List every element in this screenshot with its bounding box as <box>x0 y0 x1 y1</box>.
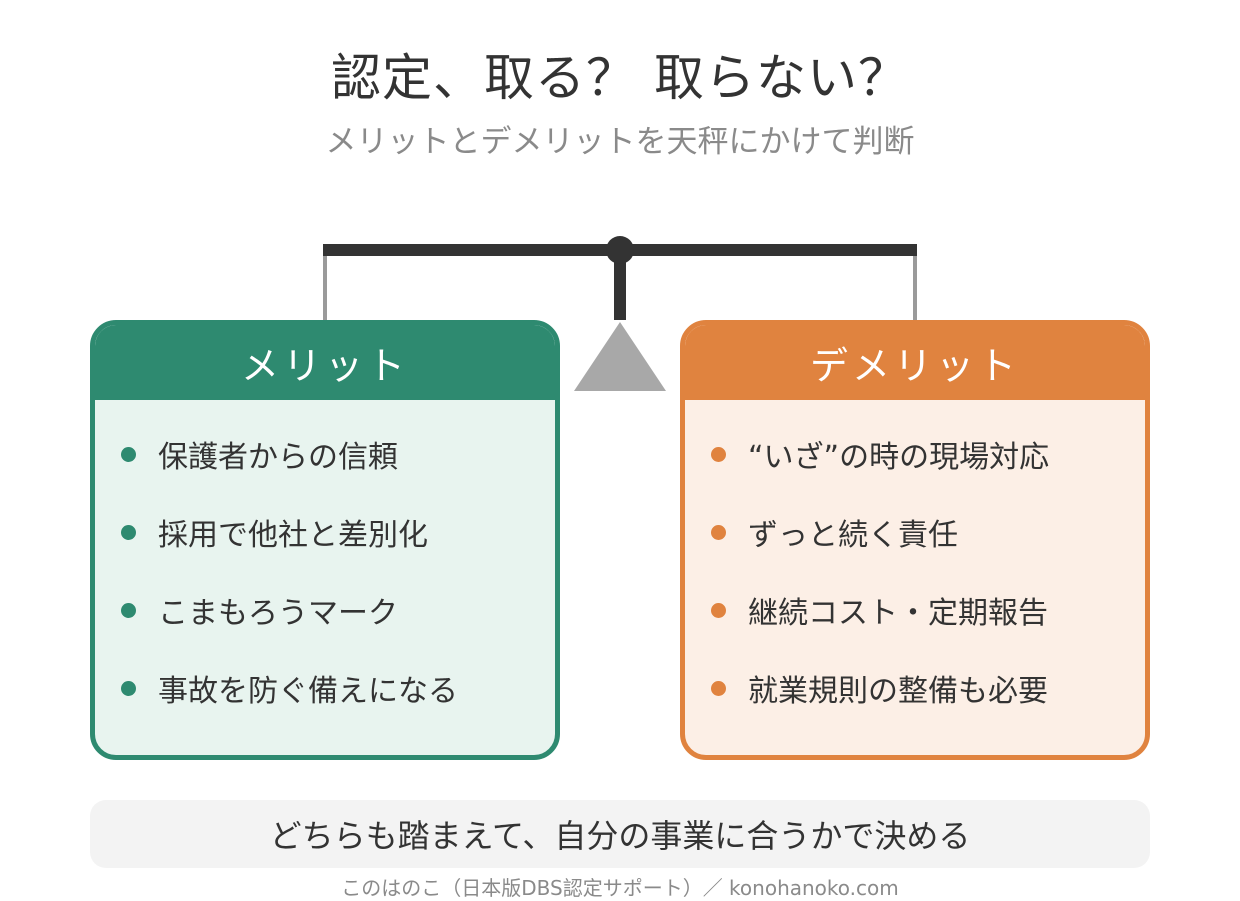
merit-card: メリット 保護者からの信頼 採用で他社と差別化 こまもろうマーク 事故を防ぐ備え… <box>90 320 560 760</box>
green-bullet-icon <box>121 524 136 540</box>
demerit-item: ずっと続く責任 <box>711 512 958 553</box>
demerit-item-label: “いざ”の時の現場対応 <box>748 440 1050 475</box>
demerit-card: デメリット “いざ”の時の現場対応 ずっと続く責任 継続コスト・定期報告 就業規… <box>680 320 1150 760</box>
scale-fulcrum <box>574 322 666 391</box>
demerit-item-label: 継続コスト・定期報告 <box>748 596 1048 631</box>
merit-item-label: 保護者からの信頼 <box>158 440 398 475</box>
orange-bullet-icon <box>711 524 726 540</box>
orange-bullet-icon <box>711 602 726 618</box>
green-bullet-icon <box>121 680 136 696</box>
page-title: 認定、取る？ 取らない？ <box>331 49 909 107</box>
scale-post <box>614 250 626 320</box>
page-subtitle: メリットとデメリットを天秤にかけて判断 <box>325 124 915 160</box>
green-bullet-icon <box>121 446 136 462</box>
footer-credit: このはのこ（日本版DBS認定サポート）／ konohanoko.com <box>341 876 899 900</box>
merit-item: こまもろうマーク <box>121 590 398 631</box>
demerit-item: 継続コスト・定期報告 <box>711 590 1048 631</box>
conclusion-banner: どちらも踏まえて、自分の事業に合うかで決める <box>90 800 1150 868</box>
demerit-header: デメリット <box>685 325 1145 400</box>
merit-header: メリット <box>95 325 555 400</box>
green-bullet-icon <box>121 602 136 618</box>
scale-pivot <box>606 236 634 264</box>
merit-item-label: こまもろうマーク <box>158 596 398 631</box>
demerit-item-label: ずっと続く責任 <box>748 518 958 553</box>
demerit-item-label: 就業規則の整備も必要 <box>748 674 1048 709</box>
demerit-item: 就業規則の整備も必要 <box>711 668 1048 709</box>
balance-scale-icon <box>323 236 917 391</box>
demerit-item: “いざ”の時の現場対応 <box>711 434 1050 475</box>
merit-item-label: 採用で他社と差別化 <box>158 518 428 553</box>
merit-item: 保護者からの信頼 <box>121 434 398 475</box>
merit-item: 事故を防ぐ備えになる <box>121 668 458 709</box>
orange-bullet-icon <box>711 680 726 696</box>
orange-bullet-icon <box>711 446 726 462</box>
merit-item-label: 事故を防ぐ備えになる <box>158 674 458 709</box>
merit-item: 採用で他社と差別化 <box>121 512 428 553</box>
